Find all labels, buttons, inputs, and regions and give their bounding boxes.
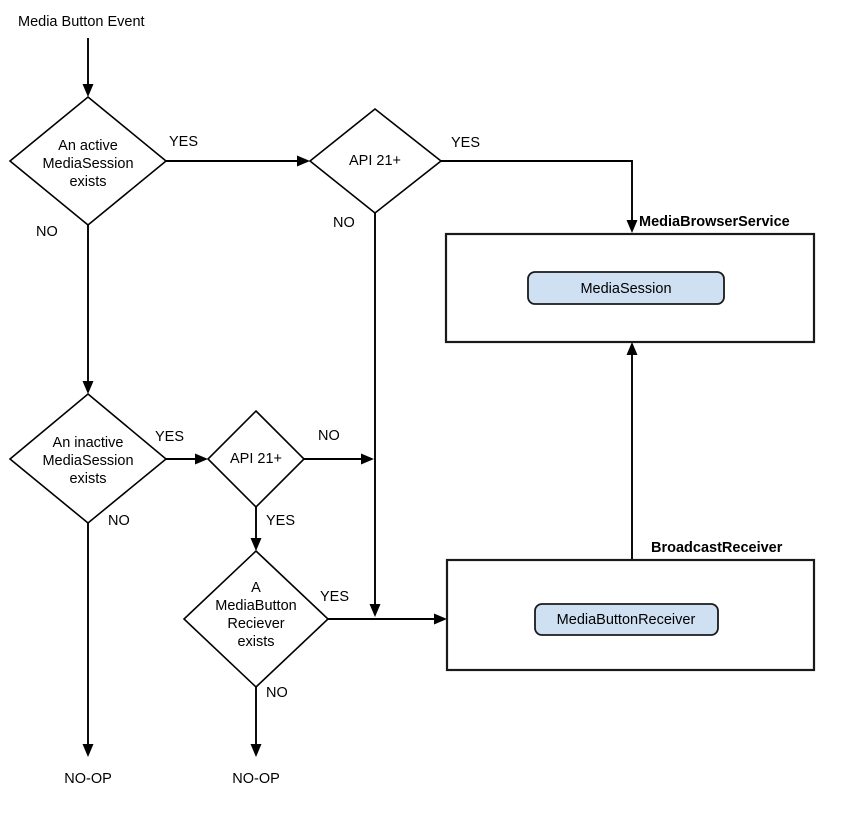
edge-label-api21-bottom-no: NO bbox=[318, 428, 340, 444]
pill-mediasession[interactable]: MediaSession bbox=[527, 271, 725, 305]
edge-inactive-yes-to-api21-bottom: YES bbox=[155, 429, 208, 465]
decision-active-mediasession-line2: MediaSession bbox=[42, 156, 133, 172]
edge-inactive-no-to-noop-left: NO bbox=[82, 513, 130, 757]
edge-label-mbr-no: NO bbox=[266, 685, 288, 701]
edge-api21-bottom-yes-to-mbr: YES bbox=[250, 507, 295, 551]
terminal-noop-left: NO-OP bbox=[64, 771, 112, 787]
container-mediabrowserservice-title: MediaBrowserService bbox=[639, 214, 790, 230]
decision-mbr-line1: A bbox=[251, 580, 261, 596]
decision-api21-bottom[interactable]: API 21+ bbox=[206, 409, 306, 509]
edge-label-inactive-yes: YES bbox=[155, 429, 184, 445]
decision-inactive-mediasession-line2: MediaSession bbox=[42, 453, 133, 469]
edge-broadcastreceiver-to-mediabrowserservice bbox=[626, 342, 638, 560]
container-broadcastreceiver[interactable]: BroadcastReceiver MediaButtonReceiver bbox=[445, 540, 816, 672]
decision-inactive-mediasession[interactable]: An inactive MediaSession exists bbox=[8, 392, 168, 525]
decision-mbr-line4: exists bbox=[237, 634, 274, 650]
decision-active-mediasession[interactable]: An active MediaSession exists bbox=[8, 95, 168, 227]
decision-active-mediasession-line1: An active bbox=[58, 138, 118, 154]
edge-active-no-to-inactive-session: NO bbox=[36, 224, 94, 394]
edge-label-active-yes: YES bbox=[169, 134, 198, 150]
edge-active-yes-to-api21-top: YES bbox=[166, 134, 310, 167]
pill-mediasession-label: MediaSession bbox=[580, 281, 671, 297]
container-broadcastreceiver-title: BroadcastReceiver bbox=[651, 540, 783, 556]
pill-mediabuttonreceiver[interactable]: MediaButtonReceiver bbox=[534, 603, 719, 636]
edge-api21-top-yes-to-mediabrowserservice: YES bbox=[441, 135, 638, 233]
edge-mbr-no-to-noop-middle: NO bbox=[250, 685, 288, 757]
edge-label-mbr-yes: YES bbox=[320, 589, 349, 605]
edge-label-api21-top-no: NO bbox=[333, 215, 355, 231]
container-mediabrowserservice[interactable]: MediaBrowserService MediaSession bbox=[444, 214, 816, 344]
decision-mediabutton-receiver[interactable]: A MediaButton Reciever exists bbox=[182, 549, 330, 689]
decision-api21-top-label: API 21+ bbox=[349, 153, 401, 169]
edge-start-to-active-session bbox=[82, 38, 94, 97]
edge-label-inactive-no: NO bbox=[108, 513, 130, 529]
start-label: Media Button Event bbox=[18, 14, 145, 30]
edge-api21-bottom-no-to-trunk: NO bbox=[304, 428, 374, 465]
edge-label-api21-top-yes: YES bbox=[451, 135, 480, 151]
decision-mbr-line3: Reciever bbox=[227, 616, 284, 632]
edge-api21-top-no-to-broadcastreceiver: NO bbox=[333, 213, 381, 617]
edge-label-active-no: NO bbox=[36, 224, 58, 240]
decision-active-mediasession-line3: exists bbox=[69, 174, 106, 190]
edge-mbr-yes-to-broadcastreceiver: YES bbox=[320, 589, 447, 625]
decision-api21-top[interactable]: API 21+ bbox=[308, 107, 443, 215]
pill-mediabuttonreceiver-label: MediaButtonReceiver bbox=[557, 612, 696, 628]
decision-api21-bottom-label: API 21+ bbox=[230, 451, 282, 467]
decision-inactive-mediasession-line1: An inactive bbox=[53, 435, 124, 451]
edge-label-api21-bottom-yes: YES bbox=[266, 513, 295, 529]
decision-inactive-mediasession-line3: exists bbox=[69, 471, 106, 487]
terminal-noop-middle: NO-OP bbox=[232, 771, 280, 787]
decision-mbr-line2: MediaButton bbox=[215, 598, 296, 614]
